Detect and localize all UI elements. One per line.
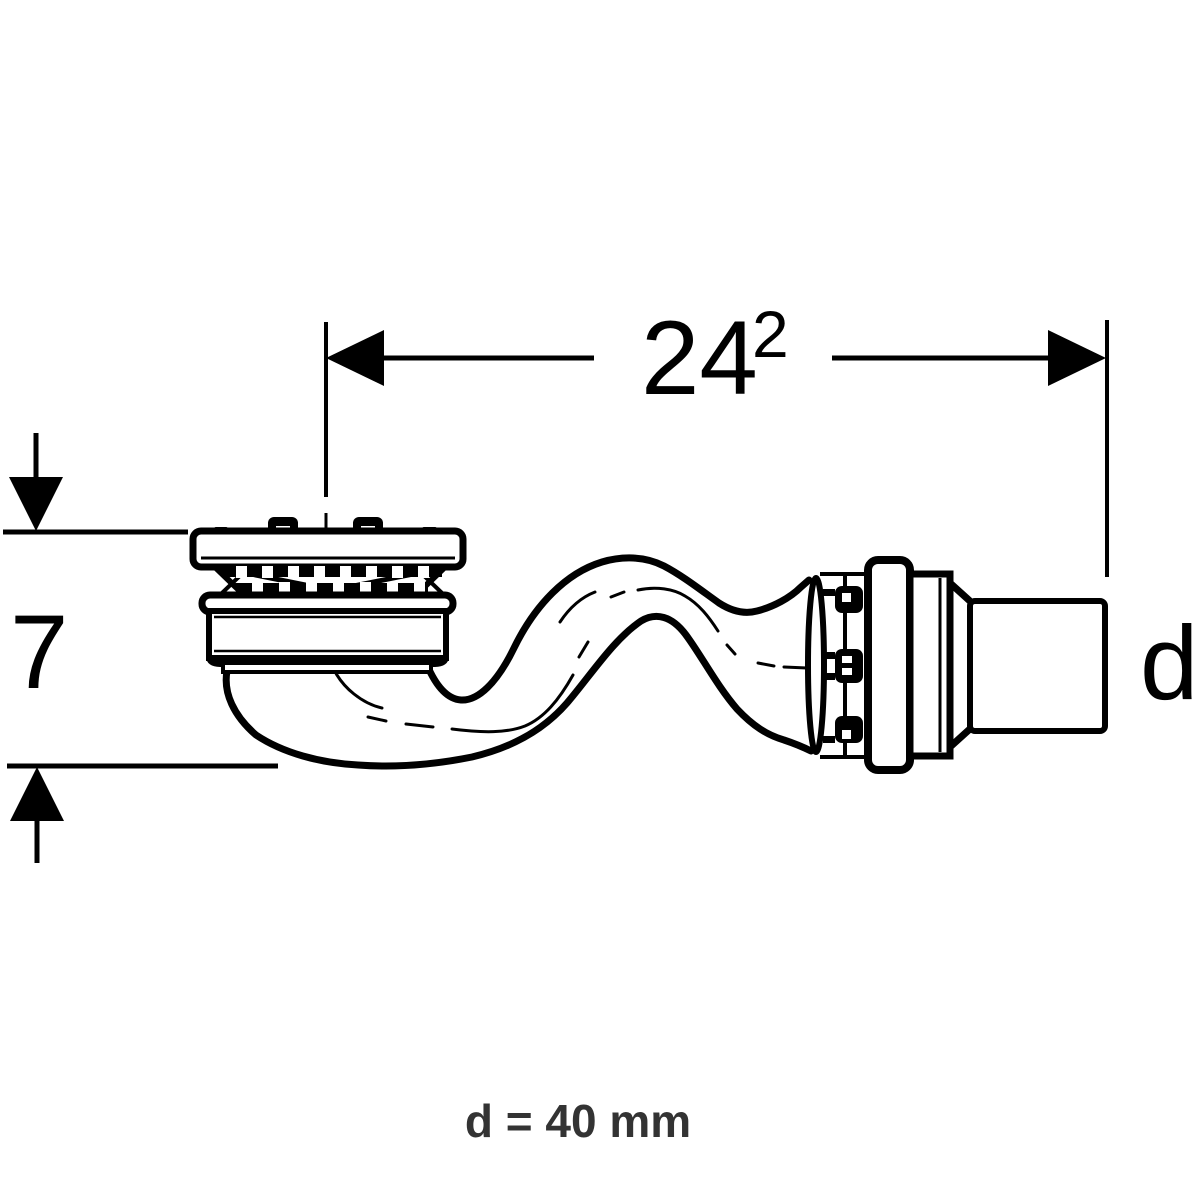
drain-rim [221, 661, 433, 674]
fitting-body [906, 570, 954, 760]
dimension-height-label: 7 [10, 594, 68, 711]
pipe-top-outline [423, 554, 813, 704]
fitting-collar [864, 556, 914, 774]
drain-body-step-right [429, 655, 449, 667]
flange-outline [189, 527, 467, 571]
fitting-shoulder-top [946, 579, 975, 606]
outlet-fitting [805, 556, 1108, 774]
caption-text: d = 40 mm [465, 1095, 691, 1147]
pipe-bottom-outline [222, 612, 815, 770]
drain-assembly [189, 513, 467, 674]
dimension-height: 7 [3, 433, 278, 863]
strainer-grid [212, 564, 448, 598]
dimension-width: 24 2 [324, 297, 1109, 577]
dimension-width-exponent: 2 [752, 297, 789, 371]
trap-pipe [222, 554, 815, 770]
snap-hook-middle [825, 649, 863, 683]
snap-hook-bottom [823, 716, 863, 743]
pipe-end-flange [805, 575, 827, 755]
snap-hook-top [823, 586, 863, 613]
arrowhead-up-icon [10, 767, 64, 821]
dimension-width-label: 24 [641, 300, 758, 417]
diameter-label: d [1140, 605, 1198, 722]
arrowhead-down-icon [9, 477, 63, 531]
fitting-shoulder-bottom [946, 724, 975, 751]
arrowhead-left-icon [326, 330, 384, 386]
spigot-pipe [967, 598, 1108, 734]
arrowhead-right-icon [1048, 330, 1106, 386]
drain-body-step-left [206, 655, 226, 667]
